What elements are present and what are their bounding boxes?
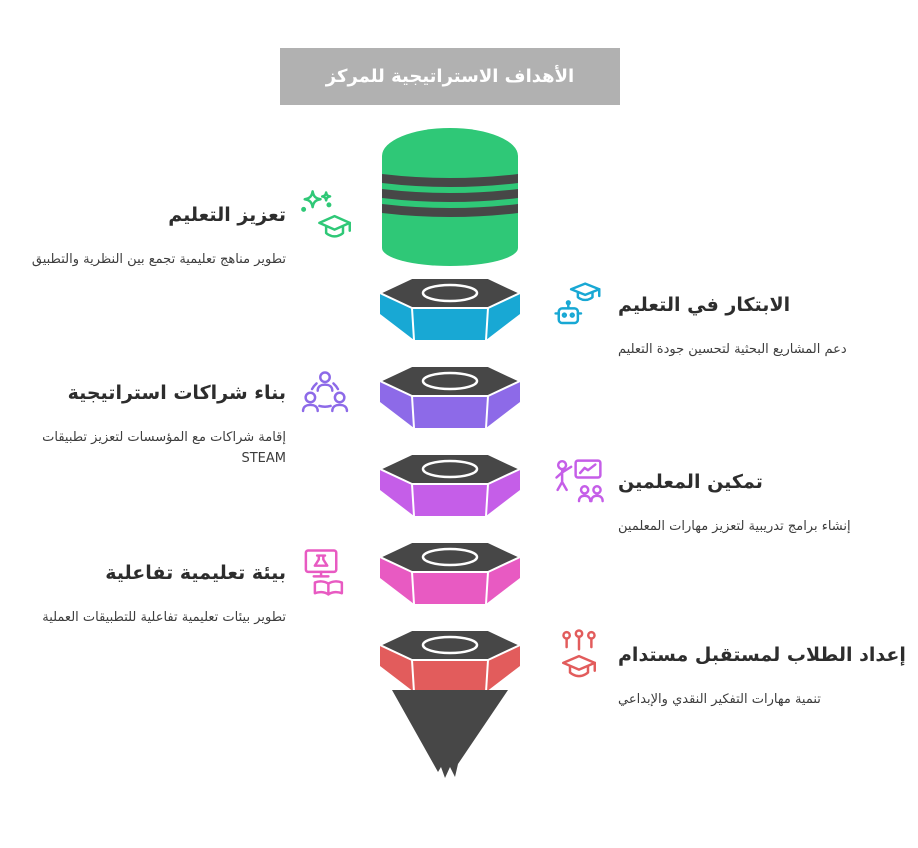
- goal-title: إعداد الطلاب لمستقبل مستدام: [618, 644, 906, 666]
- goal-title: الابتكار في التعليم: [618, 294, 791, 316]
- screen-book-icon: [298, 546, 352, 600]
- goal-header: إعداد الطلاب لمستقبل مستدام: [552, 628, 906, 682]
- goal-description: تطوير مناهج تعليمية تجمع بين النظرية وال…: [31, 252, 286, 267]
- goal-title: تعزيز التعليم: [168, 204, 286, 226]
- goal-description: إقامة شراكات مع المؤسسات لتعزيز تطبيقات …: [42, 430, 286, 466]
- pencil-segment-partnerships: [377, 365, 523, 429]
- goal-header: الابتكار في التعليم: [552, 278, 897, 332]
- goal-header: تمكين المعلمين: [552, 455, 897, 509]
- title-bar: الأهداف الاستراتيجية للمركز: [280, 48, 620, 105]
- graduation-robot-icon: [552, 278, 606, 332]
- people-network-icon: [298, 366, 352, 420]
- pencil-segment-teachers: [377, 453, 523, 517]
- goal-item-teachers: تمكين المعلمين إنشاء برامج تدريبية لتعزي…: [552, 455, 897, 538]
- goal-item-environment: بيئة تعليمية تفاعلية تطوير بيئات تعليمية…: [28, 546, 352, 629]
- pencil-segment-environment: [377, 541, 523, 605]
- pencil-diagram: [377, 128, 523, 778]
- goal-item-partnerships: بناء شراكات استراتيجية إقامة شراكات مع ا…: [28, 366, 352, 470]
- pencil-segment-students: [377, 629, 523, 693]
- goal-item-students: إعداد الطلاب لمستقبل مستدام تنمية مهارات…: [552, 628, 906, 711]
- goal-title: بيئة تعليمية تفاعلية: [105, 562, 286, 584]
- goal-item-innovation: الابتكار في التعليم دعم المشاريع البحثية…: [552, 278, 897, 361]
- pencil-tip: [392, 690, 508, 778]
- page-title: الأهداف الاستراتيجية للمركز: [325, 66, 575, 87]
- teacher-presentation-icon: [552, 455, 606, 509]
- goal-description: تنمية مهارات التفكير النقدي والإبداعي: [618, 692, 821, 707]
- goal-item-enhance-education: تعزيز التعليم تطوير مناهج تعليمية تجمع ب…: [28, 188, 352, 271]
- sparkles-graduation-icon: [298, 188, 352, 242]
- goal-header: بيئة تعليمية تفاعلية: [28, 546, 352, 600]
- pencil-cap-segment: [382, 128, 518, 266]
- plants-graduation-icon: [552, 628, 606, 682]
- goal-description: إنشاء برامج تدريبية لتعزيز مهارات المعلم…: [618, 519, 851, 534]
- goal-title: تمكين المعلمين: [618, 471, 763, 493]
- goal-title: بناء شراكات استراتيجية: [67, 382, 286, 404]
- goal-description: تطوير بيئات تعليمية تفاعلية للتطبيقات ال…: [42, 610, 286, 625]
- goal-header: تعزيز التعليم: [28, 188, 352, 242]
- goal-description: دعم المشاريع البحثية لتحسين جودة التعليم: [618, 342, 847, 357]
- goal-header: بناء شراكات استراتيجية: [28, 366, 352, 420]
- pencil-segment-innovation: [377, 277, 523, 341]
